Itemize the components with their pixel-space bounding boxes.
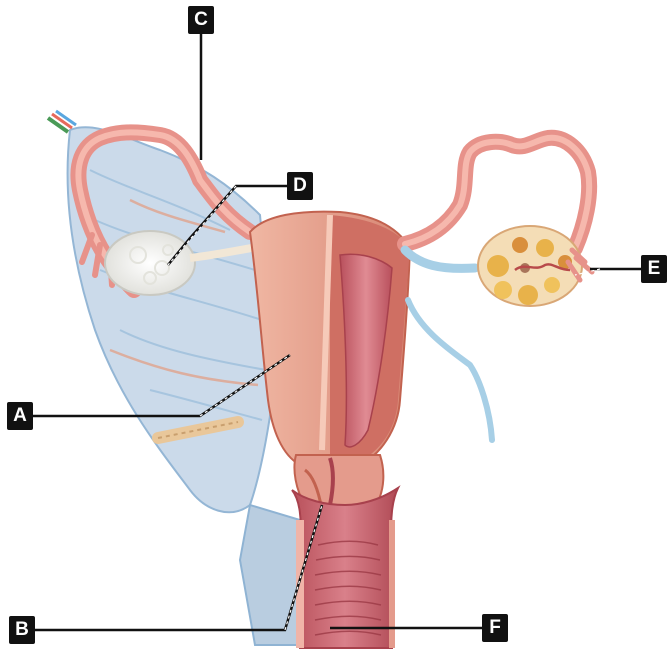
label-e: E: [641, 255, 667, 283]
broad-ligament-lower: [240, 505, 300, 645]
vagina: [292, 488, 398, 648]
label-b: B: [9, 616, 35, 644]
label-c: C: [188, 6, 214, 34]
left-ovary: [105, 231, 195, 295]
label-a: A: [7, 402, 33, 430]
label-f: F: [482, 614, 508, 642]
cervix: [294, 455, 383, 505]
uterine-vessel-right: [408, 300, 492, 440]
ovarian-vessel-right: [405, 250, 475, 268]
label-d: D: [287, 172, 313, 200]
